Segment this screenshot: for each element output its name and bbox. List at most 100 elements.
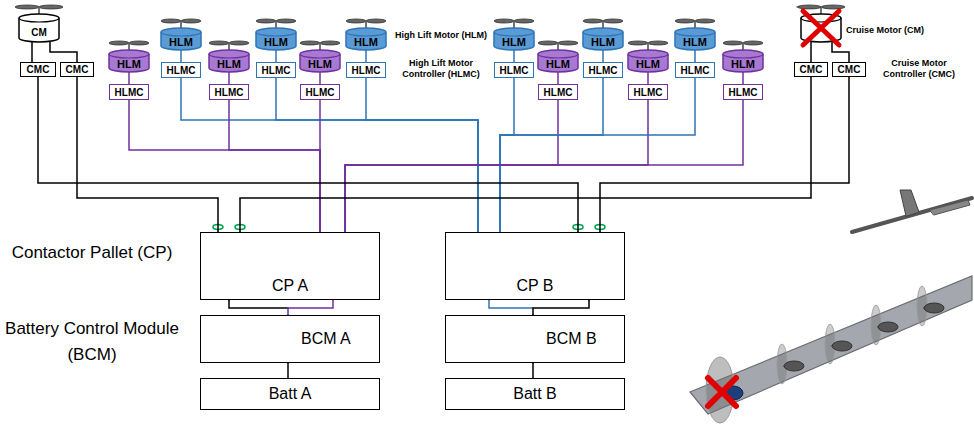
node-label: BCM A (301, 330, 351, 348)
motor-rim (256, 32, 296, 36)
power-wire (600, 77, 849, 232)
motor-controller: HLMC (109, 84, 149, 100)
tail-plane (930, 200, 970, 215)
node-label: HLMC (729, 87, 758, 98)
annotation-text: High Lift Motor (HLM) (395, 30, 487, 40)
nacelle (924, 303, 944, 313)
node-label: CP B (516, 277, 553, 295)
power-wire (500, 78, 514, 232)
motor-rim (583, 32, 623, 36)
failure-cross (708, 378, 736, 406)
motor-controller: HLMC (209, 84, 249, 100)
motor-rim (209, 54, 249, 58)
node-label: Batt B (513, 385, 557, 403)
high-lift-motor: HLM (674, 28, 716, 50)
power-wire (180, 50, 182, 62)
high-lift-motor: HLM (537, 50, 579, 72)
battery-control-module: BCM A (200, 315, 380, 363)
annotation-text: Contactor Pallet (CP) (12, 243, 173, 262)
label-box: Battery Control Module (BCM) (4, 316, 180, 367)
power-wire (275, 50, 277, 62)
power-wire (500, 78, 695, 232)
power-wire (128, 72, 130, 84)
failure-cross (803, 11, 839, 45)
power-wire (319, 100, 321, 232)
node-label: HLM (354, 36, 378, 48)
motor-body (723, 50, 763, 72)
propeller-blade (558, 41, 578, 45)
node-label: HLM (591, 36, 615, 48)
node-label: HLMC (115, 87, 144, 98)
high-lift-motor: HLM (493, 28, 535, 50)
label-box: High Lift Motor Controller (HLMC) (392, 58, 490, 80)
node-label: HLM (683, 36, 707, 48)
high-lift-motor: HLM (255, 28, 297, 50)
nacelle (878, 322, 898, 332)
propeller-blade (15, 5, 39, 9)
tail-fin (900, 190, 919, 216)
battery: Batt B (445, 378, 625, 410)
propeller-blade (320, 41, 340, 45)
annotation-text: Cruise Motor (CM) (846, 25, 924, 35)
node-label: HLM (169, 36, 193, 48)
nacelle (784, 361, 804, 371)
high-lift-motor: HLM (299, 50, 341, 72)
motor-rim (723, 54, 763, 58)
motor-rim (538, 54, 578, 58)
power-wire (694, 50, 696, 62)
contactor-pallet: CP B (445, 232, 625, 300)
node-label: Batt A (269, 385, 312, 403)
bus-join (489, 300, 533, 308)
motor-rim (300, 54, 340, 58)
power-wire (287, 363, 289, 378)
label-box: Cruise Motor Controller (CMC) (870, 58, 968, 80)
high-lift-motor: HLM (627, 50, 669, 72)
motor-controller: HLMC (346, 62, 386, 78)
node-label: CMC (66, 64, 89, 75)
propeller-blade (39, 5, 63, 9)
power-wire (77, 77, 218, 232)
battery-control-module: BCM B (445, 315, 625, 363)
motor-wire (832, 42, 849, 62)
propeller-blade (603, 19, 623, 23)
high-lift-motor: HLM (108, 50, 150, 72)
motor-controller: HLMC (161, 62, 201, 78)
high-lift-motor: HLM (345, 28, 387, 50)
motor-body (628, 50, 668, 72)
motor-body (109, 50, 149, 72)
node-label: CMC (27, 64, 50, 75)
node-label: HLMC (352, 65, 381, 76)
motor-body (300, 50, 340, 72)
propeller-blade (229, 41, 249, 45)
motor-controller: HLMC (538, 84, 578, 100)
node-label: CMC (838, 64, 861, 75)
motor-controller: HLMC (723, 84, 763, 100)
node-label: HLM (546, 58, 570, 70)
node-label: HLM (636, 58, 660, 70)
propeller-blade (346, 19, 366, 23)
propeller-blade (181, 19, 201, 23)
propeller-blade (366, 19, 386, 23)
label-box: Cruise Motor (CM) (846, 25, 970, 36)
node-label: HLMC (500, 65, 529, 76)
node-label: CP A (272, 277, 308, 295)
node-label: HLM (117, 58, 141, 70)
propeller-blade (209, 41, 229, 45)
nacelle (832, 341, 852, 351)
power-wire (500, 78, 603, 232)
power-wire (532, 363, 534, 378)
contactor-pallet: CP A (200, 232, 380, 300)
propeller-blade (494, 19, 514, 23)
cruise-motor: CM (18, 14, 60, 42)
high-lift-motor: HLM (208, 50, 250, 72)
wing (690, 276, 972, 414)
motor-body (494, 28, 534, 50)
annotation-text: High Lift Motor Controller (HLMC) (402, 58, 480, 79)
propeller-blade (695, 19, 715, 23)
propeller-blade (628, 41, 648, 45)
propeller-blade (161, 19, 181, 23)
power-wire (533, 300, 589, 315)
node-label: HLMC (215, 87, 244, 98)
